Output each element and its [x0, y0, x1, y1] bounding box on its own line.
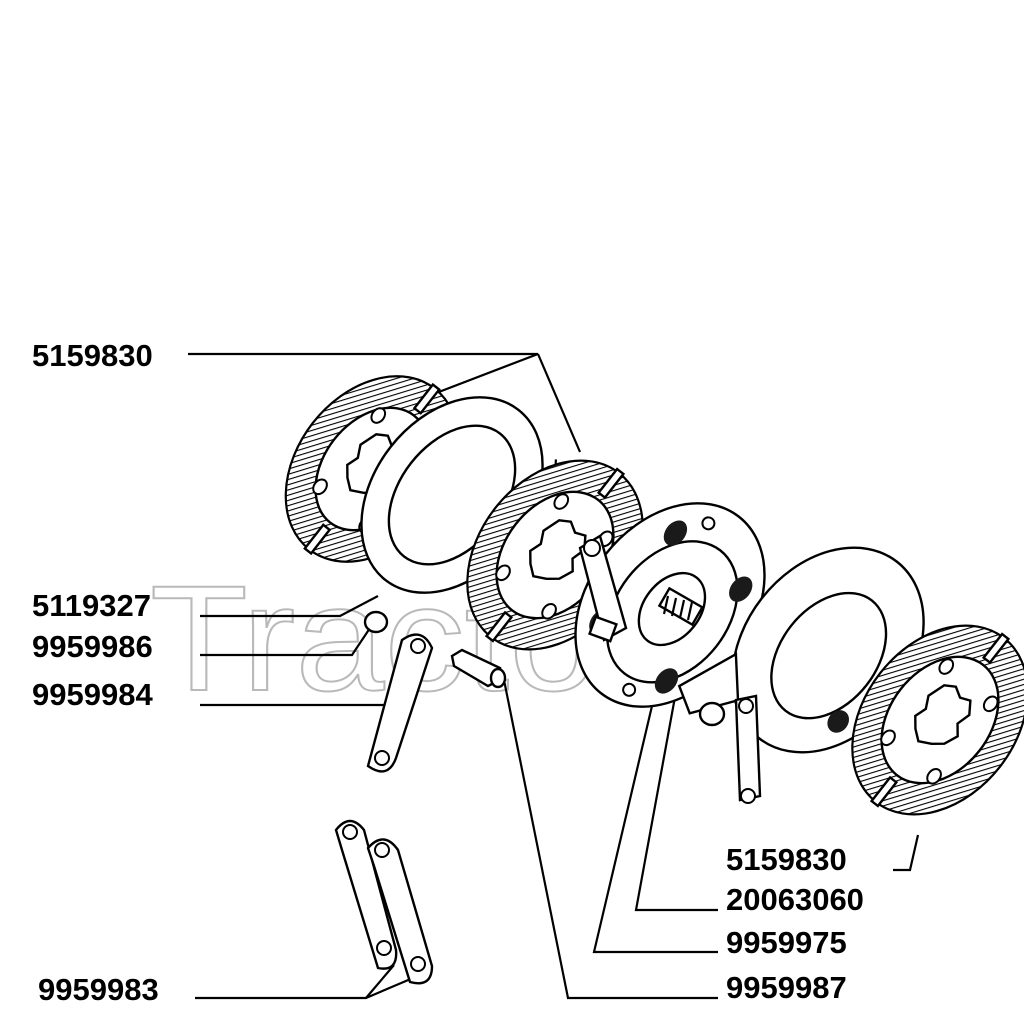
part-number-right-4: 9959987	[726, 970, 847, 1005]
pin-part	[450, 648, 507, 689]
leader-right-1	[893, 834, 920, 872]
leader-left-1	[200, 595, 379, 618]
single-link	[366, 633, 434, 773]
leader-right-4	[502, 679, 718, 1000]
double-links	[334, 819, 434, 985]
small-ball-right	[698, 701, 726, 727]
lever-arm	[578, 534, 628, 643]
back-plate-link	[734, 694, 762, 804]
ball-part	[363, 610, 389, 634]
center-spring	[657, 586, 704, 627]
leader-lines	[188, 352, 920, 1000]
part-number-right-1: 5159830	[726, 842, 847, 877]
part-number-left-1: 5119327	[32, 588, 151, 623]
part-number-left-3: 9959984	[32, 677, 153, 712]
part-number-top-left: 5159830	[32, 338, 153, 373]
leader-left-2	[200, 624, 373, 657]
leader-top-left-b	[536, 353, 582, 453]
leader-bottom-left	[195, 964, 395, 1000]
part-number-bottom-left: 9959983	[38, 972, 159, 1007]
part-number-right-3: 9959975	[726, 925, 847, 960]
part-number-right-2: 20063060	[726, 882, 864, 917]
leader-right-3	[592, 671, 718, 954]
part-number-left-2: 9959986	[32, 629, 153, 664]
friction-disc-right	[851, 624, 1024, 816]
leader-right-2	[634, 614, 718, 912]
